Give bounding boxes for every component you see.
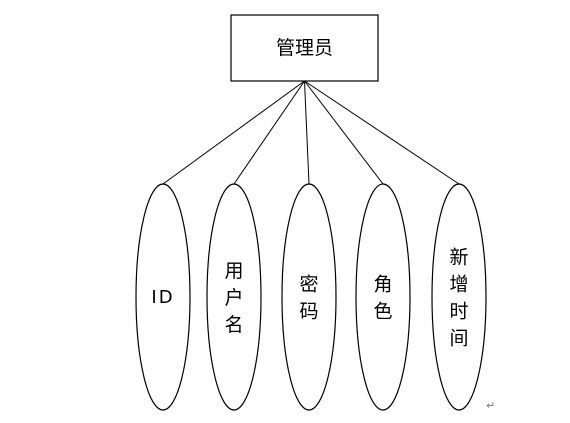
attribute-label: 密码 [299,274,318,323]
connector-lines [162,80,460,185]
attribute-ellipse [355,183,411,411]
paragraph-mark: ↵ [486,399,496,412]
entity-box: 管理员 [230,14,379,82]
attribute-label: ID [151,287,174,308]
connector-line [304,80,384,185]
connector-line [233,80,305,185]
connector-line [304,80,460,185]
connector-line [162,80,305,185]
entity-label: 管理员 [276,37,333,59]
attribute-ellipse [431,183,487,411]
attribute-ellipse [281,183,337,411]
connector-line [304,80,310,185]
attribute-group: ID 用户名 密码 角色 新增时间 [135,183,487,411]
attribute-label: 新增时间 [449,247,468,350]
attribute-label: 角色 [373,274,392,323]
attribute-ellipse [206,183,262,411]
attribute-label: 用户名 [224,260,243,336]
entity-rect [230,14,379,82]
attribute-ellipse [135,183,191,411]
